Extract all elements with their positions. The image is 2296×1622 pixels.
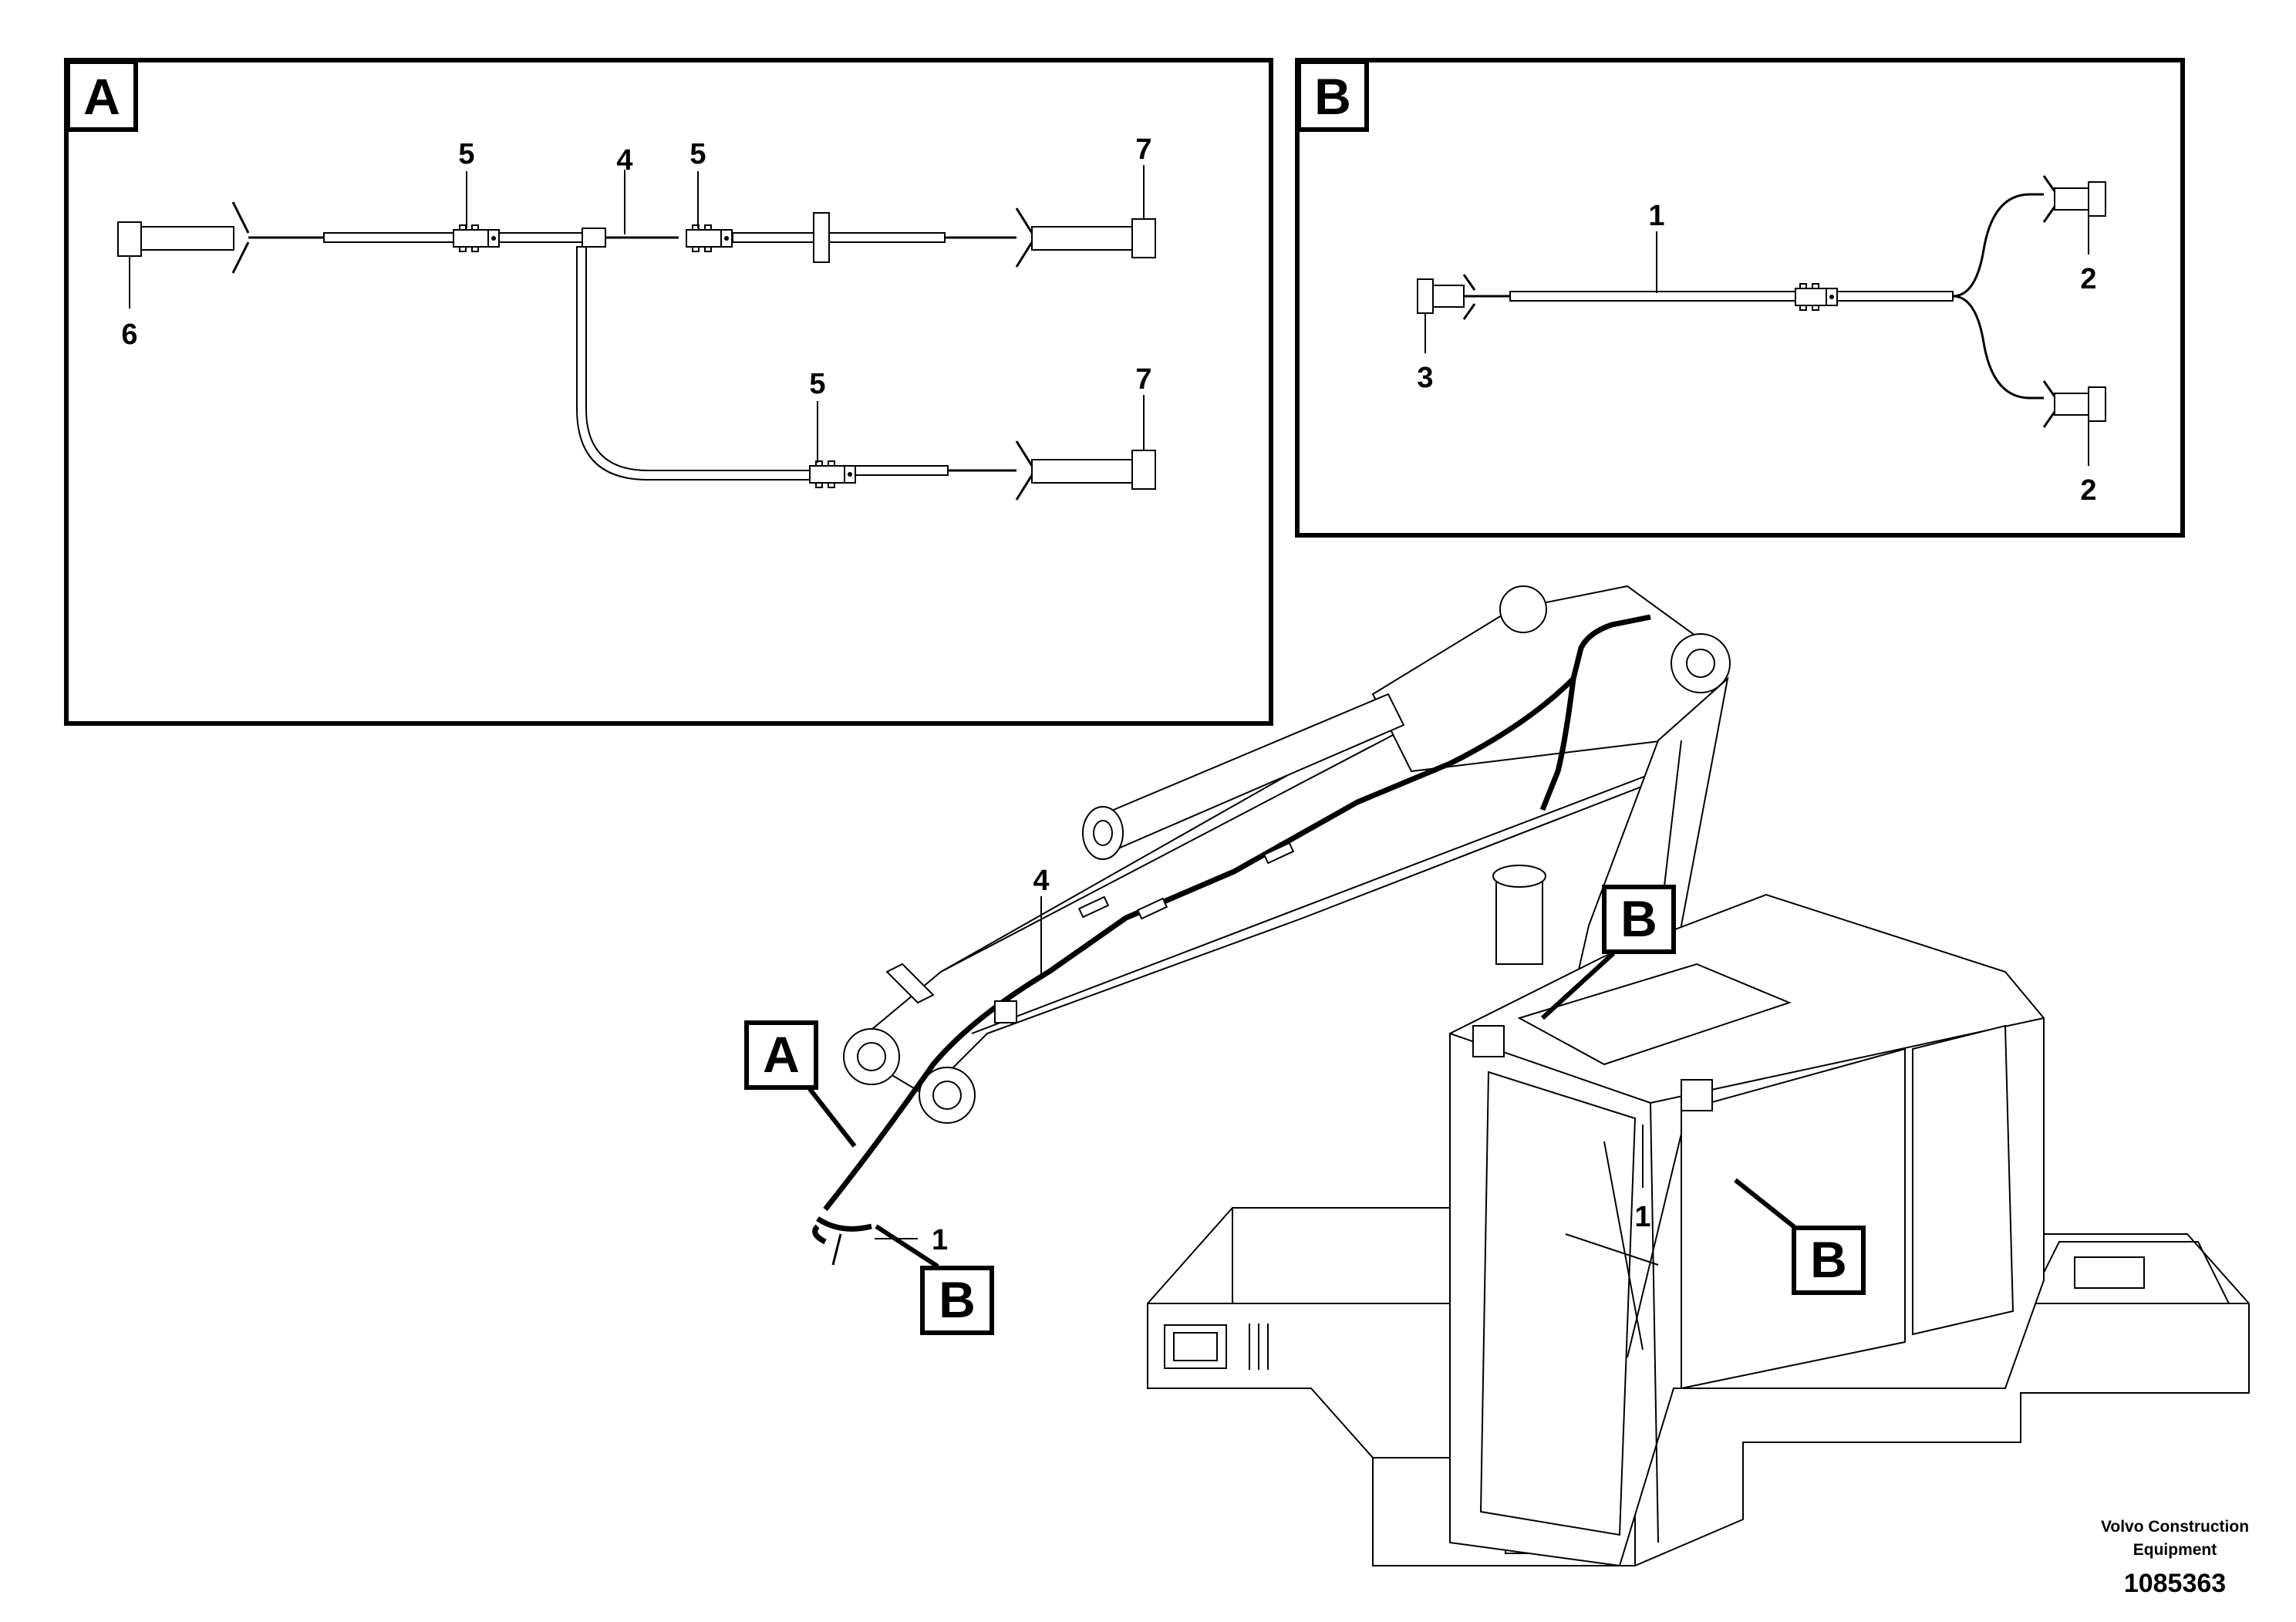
side-window <box>1681 1047 1906 1390</box>
label-b-left-box <box>920 1266 994 1335</box>
roof-window <box>1517 963 1792 1066</box>
callout-1-left: 1 <box>932 1224 948 1256</box>
t-junction <box>582 228 606 248</box>
callout-5-upper-right: 5 <box>689 138 706 170</box>
callout-3: 3 <box>1417 362 1433 394</box>
grommet <box>813 212 830 263</box>
operator-cab <box>1449 893 2045 1567</box>
clamp-5-upper-left <box>453 224 500 252</box>
detail-b-letter-box <box>1296 59 1369 132</box>
detail-a-letter: A <box>83 68 120 125</box>
detail-b-panel: B <box>1295 58 2185 538</box>
connector-2-upper <box>2042 175 2106 223</box>
label-b-top: B <box>1620 890 1657 947</box>
callout-7-lower: 7 <box>1135 363 1151 396</box>
label-a: A <box>763 1026 800 1083</box>
label-b-left: B <box>939 1271 976 1328</box>
connector-3 <box>1417 274 1510 320</box>
hydraulic-cylinder <box>1495 878 1543 965</box>
callout-5-lower: 5 <box>809 368 825 400</box>
callout-1-cab: 1 <box>1634 1201 1650 1233</box>
label-b-right: B <box>1810 1231 1847 1288</box>
label-b-top-box <box>1602 885 1676 954</box>
callout-5-upper-left: 5 <box>458 138 474 170</box>
clamp-5-upper-right <box>686 224 733 252</box>
callout-1-detail: 1 <box>1648 200 1664 232</box>
harness-4 <box>823 614 1651 1212</box>
company-line-2: Equipment <box>2133 1541 2217 1559</box>
callout-6: 6 <box>121 319 137 351</box>
clamp-5-lower <box>809 465 845 484</box>
front-window <box>1479 1071 1637 1536</box>
drawing-number: 1085363 <box>2124 1569 2226 1598</box>
connector-7-lower <box>1015 440 1156 501</box>
connector-7-upper <box>1015 207 1156 268</box>
detail-a-letter-box <box>66 59 138 132</box>
callout-2-lower: 2 <box>2080 474 2096 507</box>
connector-2-lower <box>2042 380 2106 428</box>
company-line-1: Volvo Construction <box>2101 1518 2249 1536</box>
callout-2-upper: 2 <box>2080 263 2096 295</box>
callout-4-detail: 4 <box>616 144 632 177</box>
title-block: Volvo Construction Equipment 1085363 <box>2101 1518 2249 1598</box>
stick <box>1082 585 1731 860</box>
connector-6 <box>117 201 250 274</box>
callout-4-machine: 4 <box>1033 865 1049 897</box>
harness-1-loop <box>812 1216 872 1245</box>
detail-b-letter: B <box>1314 68 1351 125</box>
callout-7-upper: 7 <box>1135 133 1151 166</box>
detail-a-frame <box>64 58 1273 726</box>
door-window <box>1912 1024 2014 1336</box>
excavator-illustration <box>812 585 2250 1567</box>
label-b-right-box <box>1792 1226 1866 1295</box>
detail-a-panel: A <box>64 58 1273 726</box>
clamp-detail-b <box>1795 288 1827 306</box>
label-a-box <box>744 1020 818 1090</box>
machine-callouts: 4 1 1 A B B B <box>744 865 1866 1335</box>
